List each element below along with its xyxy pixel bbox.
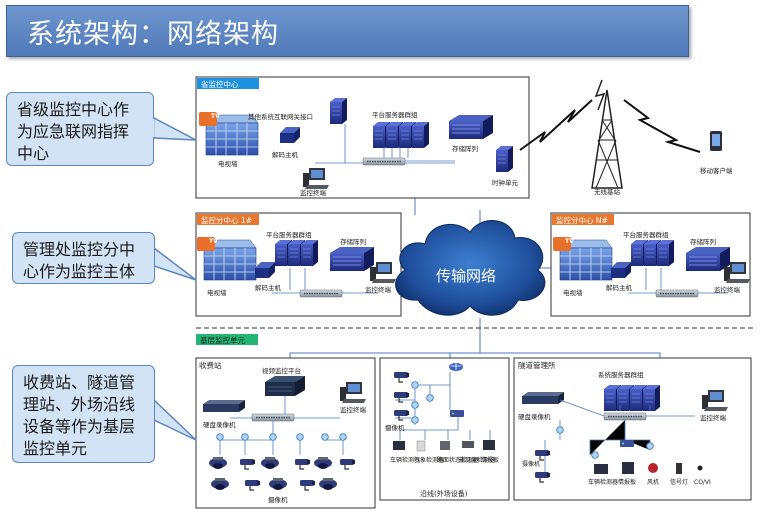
tunnel-title: 隧道管理所: [518, 360, 556, 370]
title-bar: 系统架构：网络架构: [6, 5, 689, 57]
branch1-storage-label: 存储阵列: [340, 237, 366, 246]
base-station-label: 无线基站: [594, 187, 621, 196]
center-time-unit-label: 时钟单元: [492, 178, 519, 187]
base-title: 基层监控单元: [200, 335, 245, 345]
tunnel-dvr-label: 硬盘录像机: [518, 412, 551, 421]
callout-base-line-3: 设备等作为基层: [23, 417, 136, 436]
field-device-0: 车辆检测器: [390, 456, 420, 464]
field-device-2: 路面状态检测器: [437, 456, 479, 464]
branchN-server-group-label: 平台服务器群组: [623, 230, 669, 239]
field-device-1: 气象检测器: [414, 456, 444, 464]
field-router-icon: [449, 363, 463, 371]
branchN-title: 监控分中心 N#: [556, 215, 608, 225]
tunnel-camera-label: 摄像机: [522, 460, 540, 468]
tunnel-device-4: CO/VI: [694, 479, 711, 486]
center-other-system-label: 其他系统互联网关接口: [248, 112, 313, 121]
center-terminal-label: 监控终端: [300, 188, 327, 197]
branch1-tv-wall-label: 电视墙: [207, 288, 227, 297]
callout-provincial-line-1: 省级监控中心作: [17, 100, 130, 119]
toll-terminal-label: 监控终端: [340, 405, 367, 414]
center-title: 省监控中心: [201, 79, 239, 89]
field-camera-label: 摄像机: [385, 423, 405, 432]
callout-provincial-line-3: 中心: [17, 144, 50, 163]
tv-label: TV: [211, 113, 220, 120]
branchN-tv-wall-label: 电视墙: [563, 288, 583, 297]
branchN-decoder-label: 解码主机: [606, 283, 633, 292]
callout-base: 收费站、隧道管 理站、外场沿线 设备等作为基层 监控单元: [12, 365, 155, 463]
callout-branch-line-1: 管理处监控分中: [23, 240, 136, 259]
callout-base-line-1: 收费站、隧道管: [23, 373, 136, 392]
branch1-title: 监控分中心 1#: [201, 215, 252, 225]
callout-branch-line-2: 心作为监控主体: [23, 262, 136, 281]
center-server-group-label: 平台服务器群组: [372, 110, 418, 119]
toll-dvr-label: 硬盘录像机: [203, 420, 236, 429]
tunnel-device-0: 车辆检测器: [588, 478, 618, 486]
tunnel-device-1: 情报板: [618, 478, 636, 486]
toll-title: 收费站: [199, 360, 222, 370]
tv-label: TV: [209, 238, 218, 245]
tunnel-terminal-label: 监控终端: [700, 413, 727, 422]
callout-branch: 管理处监控分中 心作为监控主体: [12, 232, 155, 284]
branchN-terminal-label: 监控终端: [714, 285, 741, 294]
callout-base-line-2: 理站、外场沿线: [23, 395, 136, 414]
tv-label: TV: [565, 238, 574, 245]
center-decoder-label: 解码主机: [272, 150, 299, 159]
tunnel-device-3: 信号灯: [670, 478, 688, 486]
callout-provincial-line-2: 为应急联网指挥: [17, 122, 130, 141]
branchN-storage-label: 存储阵列: [690, 237, 716, 246]
toll-cameras-label: 摄像机: [268, 495, 288, 504]
field-title: 沿线(外场设备): [420, 489, 468, 498]
tunnel-server-group-label: 系统服务器群组: [598, 370, 644, 379]
branch1-decoder-label: 解码主机: [255, 283, 282, 292]
transport-network-cloud: [395, 220, 546, 316]
base-station-icon: [591, 79, 623, 189]
branch1-server-group-label: 平台服务器群组: [266, 230, 312, 239]
mobile-icon: [710, 131, 722, 151]
mobile-label: 移动客户端: [700, 166, 733, 175]
page-title: 系统架构：网络架构: [27, 19, 279, 50]
center-tv-wall-label: 电视墙: [218, 159, 238, 168]
center-storage-label: 存储阵列: [452, 144, 478, 153]
callout-base-line-4: 监控单元: [23, 439, 88, 458]
field-device-3: 能见度检测器: [459, 456, 495, 464]
tunnel-device-2: 风机: [647, 478, 659, 486]
toll-platform-label: 视频监控平台: [262, 366, 301, 375]
callout-provincial: 省级监控中心作 为应急联网指挥 中心: [6, 92, 154, 166]
cloud-label: 传输网络: [436, 267, 496, 285]
branch1-terminal-label: 监控终端: [365, 285, 392, 294]
field-device-4: 情报板: [481, 456, 499, 464]
